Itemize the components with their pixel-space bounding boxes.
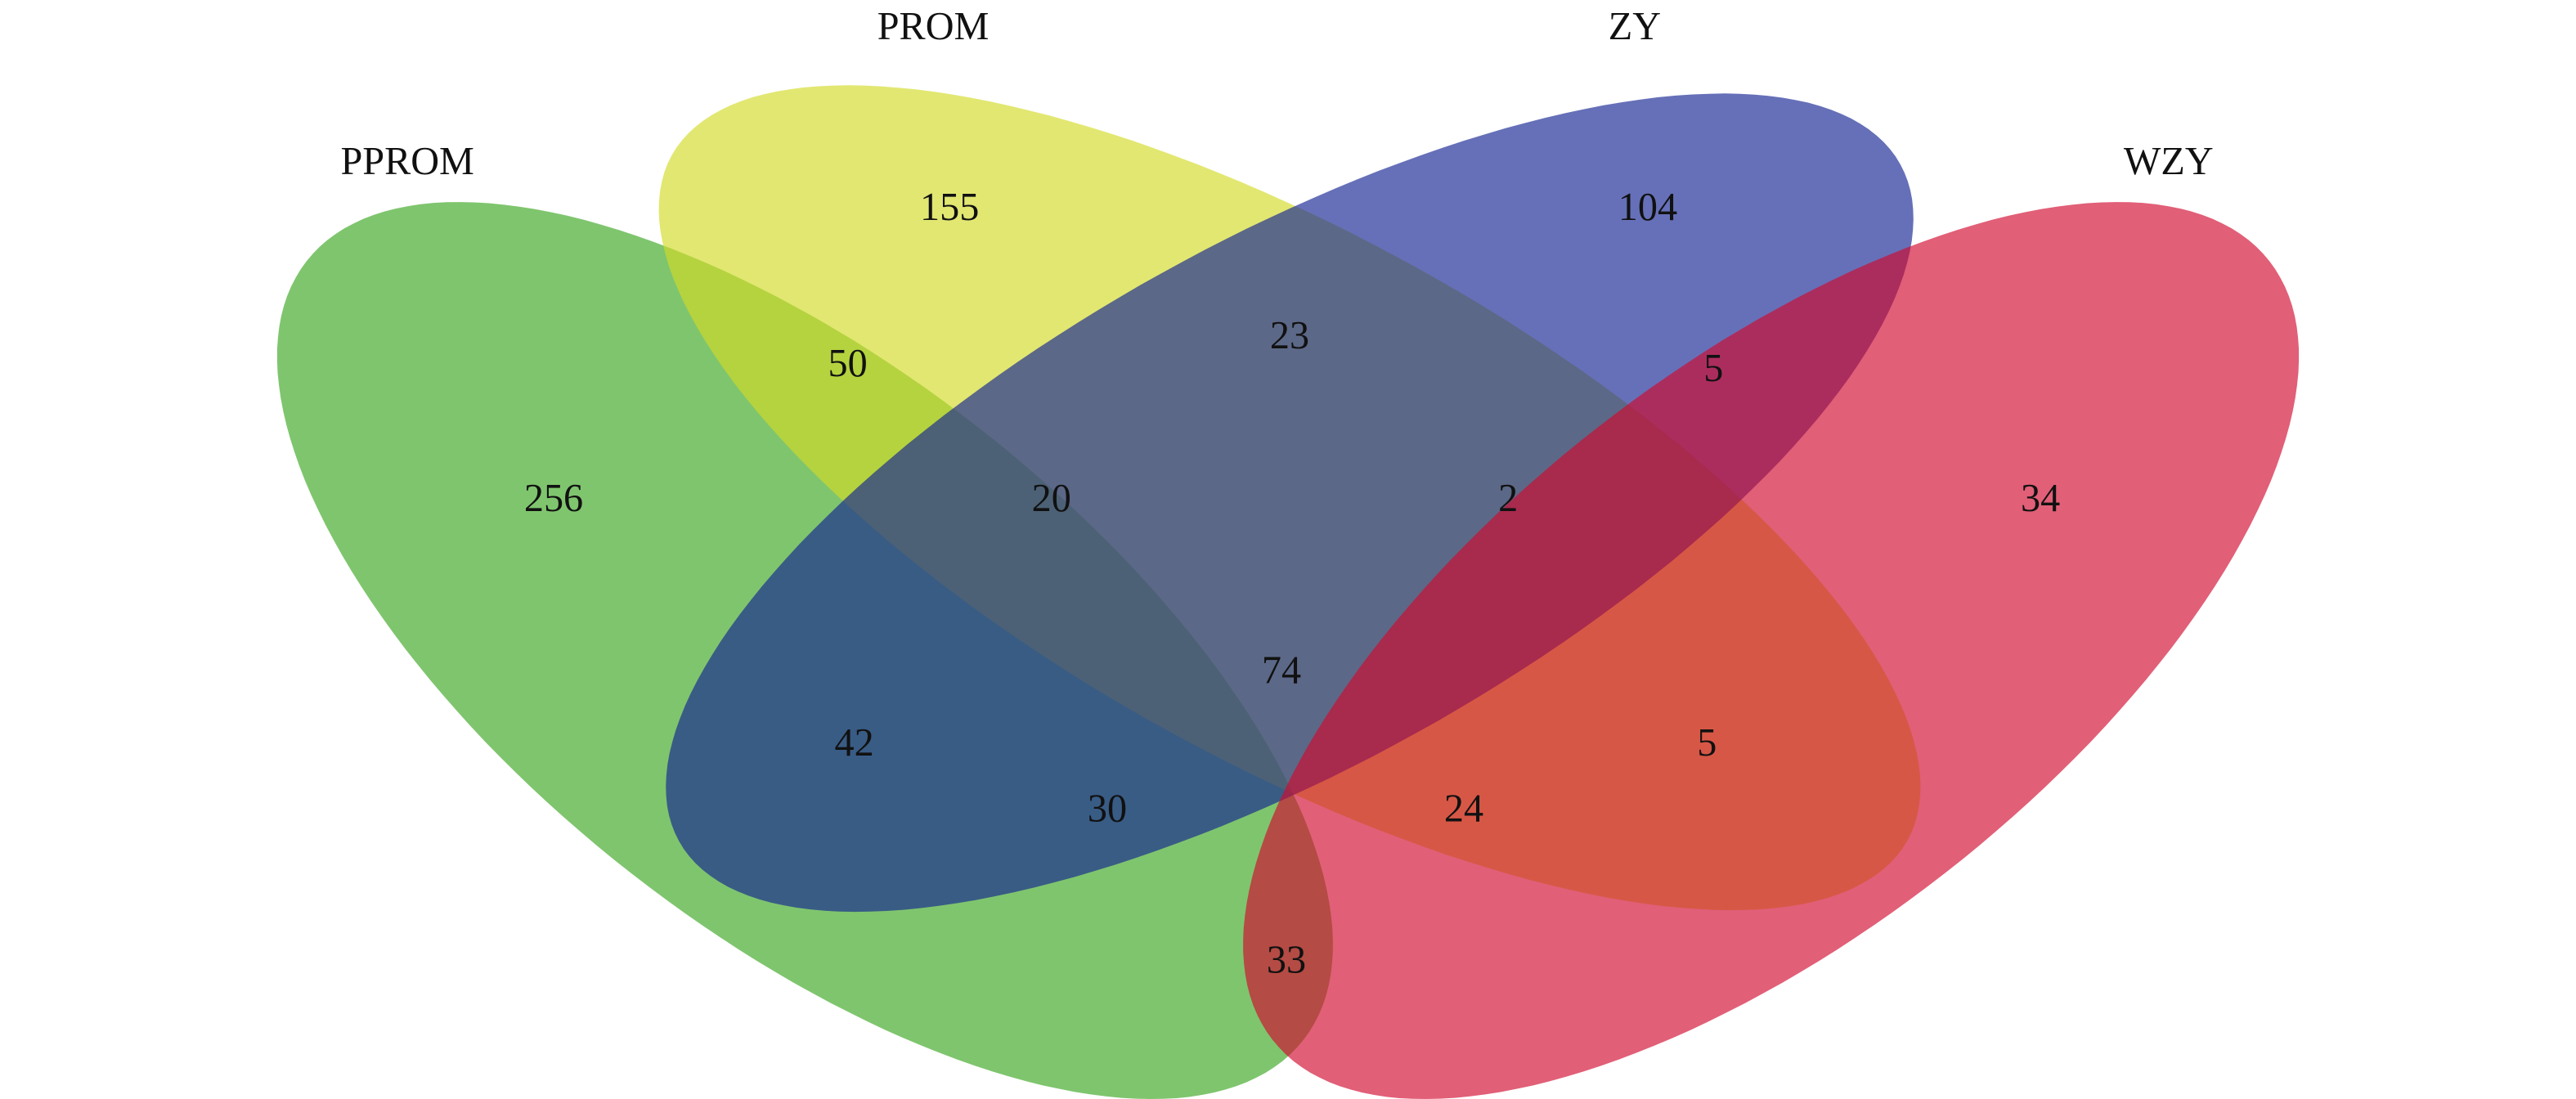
- region-count-pprom-zy-wzy: 30: [1088, 787, 1127, 830]
- region-count-pprom-prom-wzy: 24: [1444, 787, 1483, 830]
- region-count-pprom-prom-zy: 20: [1032, 477, 1071, 520]
- set-label-pprom: PPROM: [340, 140, 473, 183]
- region-count-pprom-zy: 42: [835, 721, 874, 765]
- region-count-prom-zy: 23: [1270, 314, 1309, 357]
- set-label-wzy: WZY: [2124, 140, 2214, 183]
- region-count-prom: 155: [920, 186, 979, 229]
- region-count-wzy: 34: [2021, 477, 2060, 520]
- set-ellipse-wzy: [1243, 202, 2300, 1099]
- region-count-prom-wzy: 5: [1697, 721, 1717, 765]
- set-ellipse-zy: [666, 93, 1914, 913]
- region-count-pprom-prom: 50: [828, 342, 868, 385]
- set-label-prom: PROM: [877, 5, 990, 48]
- region-count-pprom: 256: [524, 477, 583, 520]
- region-count-zy-wzy: 5: [1703, 347, 1723, 390]
- region-count-pprom-wzy: 33: [1267, 938, 1306, 981]
- region-count-prom-zy-wzy: 2: [1498, 477, 1518, 520]
- region-count-zy: 104: [1618, 186, 1677, 229]
- set-label-zy: ZY: [1609, 5, 1661, 48]
- region-count-pprom-prom-zy-wzy: 74: [1262, 649, 1301, 693]
